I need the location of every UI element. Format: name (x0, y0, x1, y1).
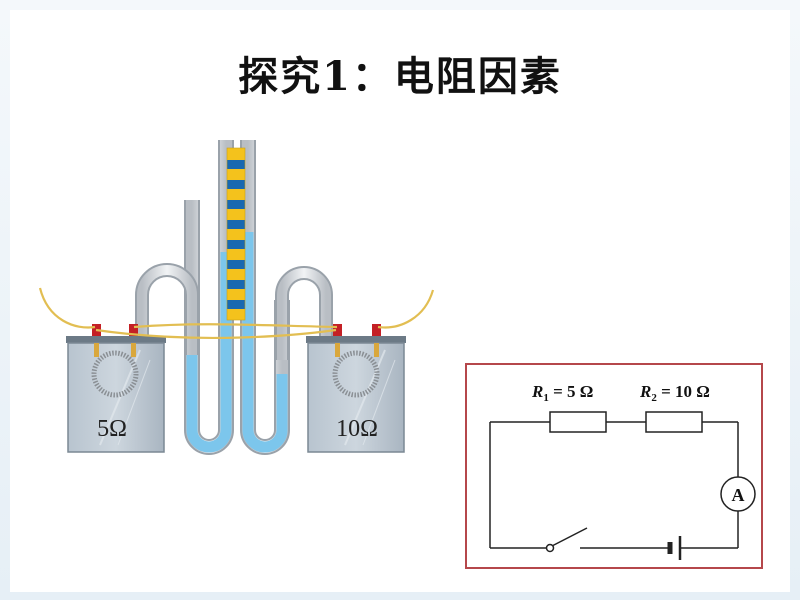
connecting-wires (38, 287, 435, 340)
resistor-r1-label: R1 = 5 Ω (531, 382, 593, 404)
scale-ruler (226, 147, 246, 321)
left-container: 5Ω (66, 324, 166, 453)
heating-coil-icon (332, 350, 380, 398)
slide-title: 探究1：电阻因素 (238, 53, 562, 100)
ammeter-label: A (732, 485, 745, 505)
connector-tube-left (135, 263, 199, 355)
left-container-label: 5Ω (97, 416, 127, 442)
connector-tube-right (275, 266, 333, 360)
resistor-r1 (549, 411, 607, 433)
u-tube-left (184, 140, 234, 455)
resistor-r2 (645, 411, 703, 433)
right-container: 10Ω (306, 324, 406, 453)
right-container-label: 10Ω (336, 416, 378, 442)
resistor-r2-label: R2 = 10 Ω (639, 382, 710, 404)
u-tube-right (240, 140, 290, 455)
switch-icon (549, 527, 588, 548)
heating-coil-icon (91, 350, 139, 398)
circuit-diagram: A R1 = 5 Ω R2 = 10 Ω (465, 363, 763, 569)
